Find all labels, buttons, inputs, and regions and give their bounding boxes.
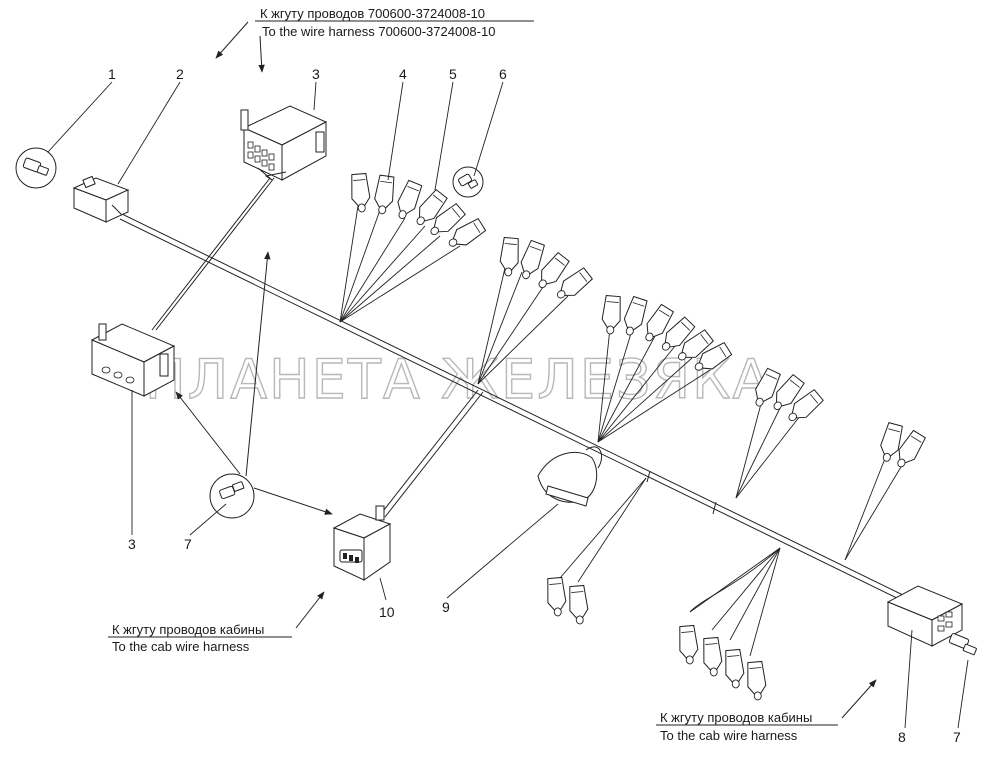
callout-2: 2	[176, 66, 184, 82]
branch-connector-10	[379, 389, 479, 516]
caption-left-en: To the cab wire harness	[112, 639, 250, 654]
caption-top-ru: К жгуту проводов 700600-3724008-10	[260, 6, 485, 21]
terminal-1	[15, 147, 57, 189]
callout-8: 8	[898, 729, 906, 745]
terminal-6	[452, 166, 484, 198]
callout-3-left: 3	[128, 536, 136, 552]
arrows	[175, 21, 877, 719]
callout-4: 4	[399, 66, 407, 82]
watermark: ПЛАНЕТА ЖЕЛЕЗЯКА	[145, 348, 771, 411]
caption-right-en: To the cab wire harness	[660, 728, 798, 743]
plug-group-far-right	[844, 421, 928, 561]
leader-lines	[47, 81, 969, 729]
junction-9	[537, 446, 602, 507]
callout-6: 6	[499, 66, 507, 82]
plug-group-lower	[677, 547, 781, 702]
caption-right: К жгуту проводов кабины To the cab wire …	[656, 710, 838, 743]
connector-8	[886, 585, 977, 656]
callout-1: 1	[108, 66, 116, 82]
connector-3-top	[240, 105, 328, 181]
caption-top: К жгуту проводов 700600-3724008-10 To th…	[255, 6, 534, 39]
caption-top-en: To the wire harness 700600-3724008-10	[262, 24, 495, 39]
caption-left: К жгуту проводов кабины To the cab wire …	[108, 622, 292, 654]
terminal-7	[209, 473, 255, 519]
connector-10	[332, 505, 392, 581]
plug-group-center	[477, 236, 595, 385]
caption-left-ru: К жгуту проводов кабины	[112, 622, 264, 637]
plug-group-4-5	[339, 172, 488, 323]
connector-3-left	[90, 323, 176, 397]
plug-pair-lower	[545, 477, 647, 626]
callout-numbers: 1 2 3 4 5 6 3 7 10 9 8 7	[108, 66, 961, 745]
main-trunk	[119, 212, 906, 603]
callout-10: 10	[379, 604, 395, 620]
plug-group-right-center	[597, 294, 734, 443]
connector-2	[72, 175, 130, 223]
branch-connector-3-top	[151, 177, 271, 331]
callout-9: 9	[442, 599, 450, 615]
callout-7-left: 7	[184, 536, 192, 552]
caption-right-ru: К жгуту проводов кабины	[660, 710, 812, 725]
callout-3-top: 3	[312, 66, 320, 82]
callout-7-right: 7	[953, 729, 961, 745]
callout-5: 5	[449, 66, 457, 82]
plug-group-right	[735, 367, 826, 499]
